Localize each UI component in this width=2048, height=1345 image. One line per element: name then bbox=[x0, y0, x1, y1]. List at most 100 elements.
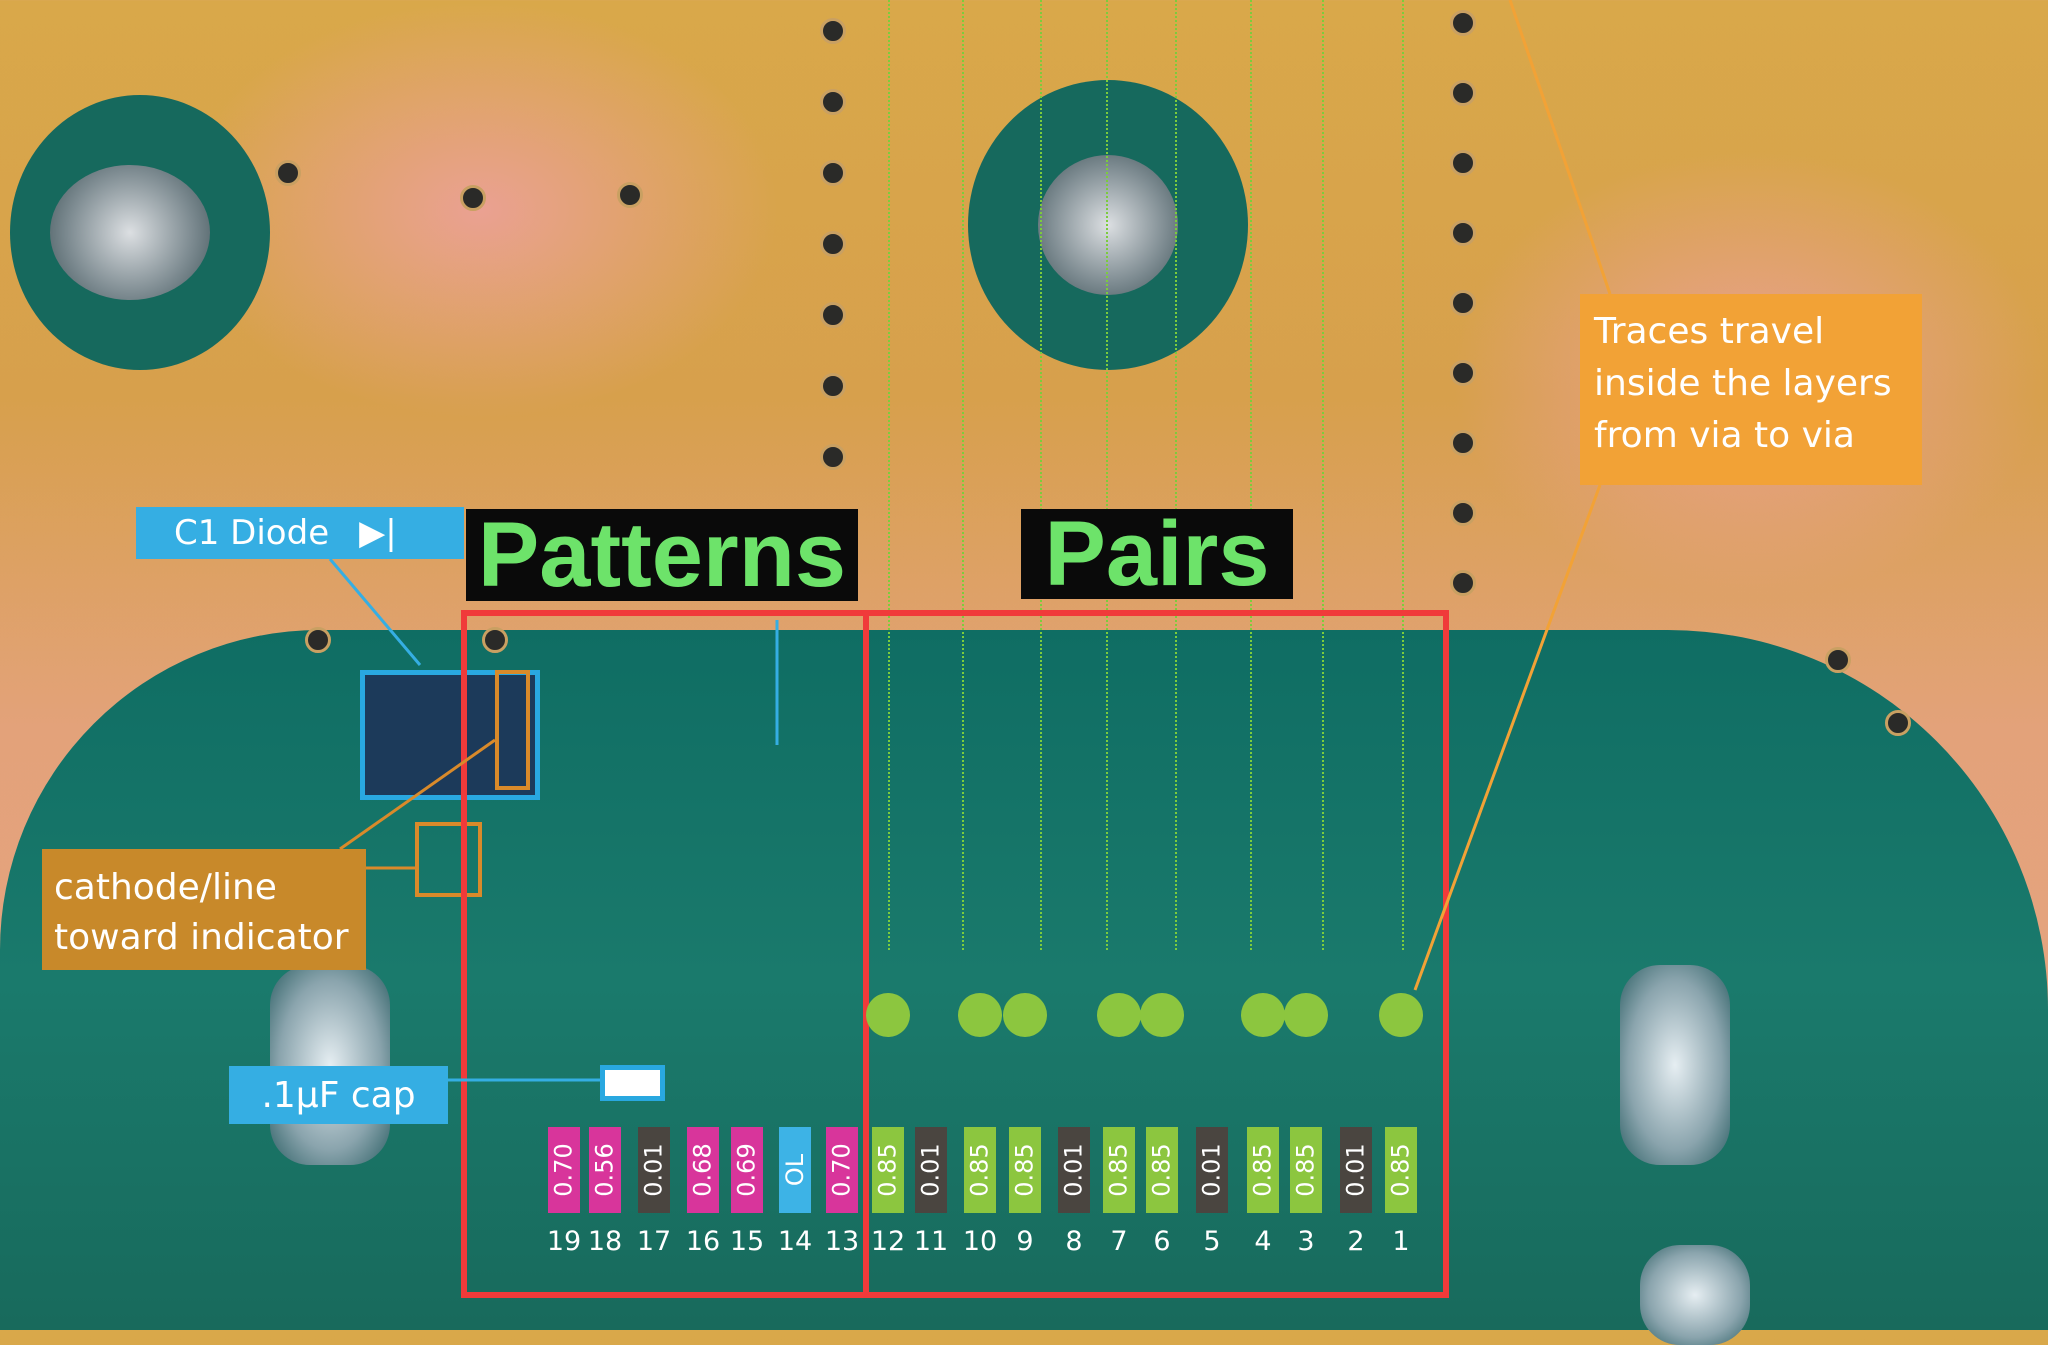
via-guide-line bbox=[1402, 0, 1404, 950]
pad-4: 0.85 bbox=[1247, 1127, 1279, 1213]
pad-19: 0.70 bbox=[548, 1127, 580, 1213]
cathode-callout: cathode/line toward indicator bbox=[42, 849, 366, 970]
via bbox=[820, 444, 846, 470]
pad-number: 1 bbox=[1392, 1226, 1410, 1257]
via bbox=[1450, 10, 1476, 36]
cathode-label-line2: toward indicator bbox=[54, 917, 349, 958]
diode-component bbox=[360, 670, 540, 800]
mounting-hole bbox=[10, 95, 270, 370]
via bbox=[617, 182, 643, 208]
pad-number: 10 bbox=[962, 1226, 998, 1257]
pair-via bbox=[866, 993, 910, 1037]
pad-3: 0.85 bbox=[1290, 1127, 1322, 1213]
pad-number: 19 bbox=[546, 1226, 582, 1257]
indicator-box bbox=[415, 822, 482, 897]
cathode-leader-line bbox=[339, 738, 496, 851]
pad-12: 0.85 bbox=[872, 1127, 904, 1213]
via bbox=[1450, 220, 1476, 246]
pair-via bbox=[1097, 993, 1141, 1037]
pad-18: 0.56 bbox=[589, 1127, 621, 1213]
traces-leader-down bbox=[1413, 484, 1602, 991]
traces-leader-up bbox=[1508, 0, 1612, 295]
pair-via bbox=[1003, 993, 1047, 1037]
via bbox=[1450, 360, 1476, 386]
pad-6: 0.85 bbox=[1146, 1127, 1178, 1213]
via bbox=[820, 373, 846, 399]
via-guide-line bbox=[1040, 0, 1042, 950]
pad-number: 12 bbox=[870, 1226, 906, 1257]
slot-hole bbox=[1620, 965, 1730, 1165]
traces-label-line3: from via to via bbox=[1594, 415, 1855, 456]
pad-1: 0.85 bbox=[1385, 1127, 1417, 1213]
via bbox=[1885, 710, 1911, 736]
via bbox=[820, 89, 846, 115]
traces-callout: Traces travel inside the layers from via… bbox=[1580, 294, 1922, 485]
pad-16: 0.68 bbox=[687, 1127, 719, 1213]
pad-15: 0.69 bbox=[731, 1127, 763, 1213]
pad-number: 16 bbox=[685, 1226, 721, 1257]
diode-leader-line bbox=[328, 558, 422, 666]
pad-7: 0.85 bbox=[1103, 1127, 1135, 1213]
cap-callout: .1µF cap bbox=[229, 1066, 448, 1124]
pad-11: 0.01 bbox=[915, 1127, 947, 1213]
pad-8: 0.01 bbox=[1058, 1127, 1090, 1213]
via-guide-line bbox=[1250, 0, 1252, 950]
pairs-frame bbox=[863, 610, 1449, 1298]
pairs-heading: Pairs bbox=[1021, 508, 1293, 600]
slot-hole bbox=[270, 965, 390, 1165]
pad-9: 0.85 bbox=[1009, 1127, 1041, 1213]
via bbox=[1450, 570, 1476, 596]
pad-number: 9 bbox=[1016, 1226, 1034, 1257]
via-guide-line bbox=[888, 0, 890, 950]
copper-pour bbox=[180, 0, 780, 420]
cathode-label-line1: cathode/line bbox=[54, 867, 277, 908]
traces-label-line2: inside the layers bbox=[1594, 363, 1892, 404]
pair-via bbox=[1379, 993, 1423, 1037]
via-guide-line bbox=[1175, 0, 1177, 950]
pair-via bbox=[1284, 993, 1328, 1037]
pad-5: 0.01 bbox=[1196, 1127, 1228, 1213]
pad-number: 5 bbox=[1203, 1226, 1221, 1257]
c1-diode-callout: C1 Diode ▶| bbox=[136, 507, 464, 559]
pad-number: 15 bbox=[729, 1226, 765, 1257]
pad-number: 6 bbox=[1153, 1226, 1171, 1257]
capacitor-component bbox=[600, 1065, 665, 1101]
via-guide-line bbox=[1322, 0, 1324, 950]
pad-number: 17 bbox=[636, 1226, 672, 1257]
via bbox=[275, 160, 301, 186]
via bbox=[1450, 430, 1476, 456]
c1-diode-label: C1 Diode bbox=[174, 513, 330, 553]
pad-number: 4 bbox=[1254, 1226, 1272, 1257]
via bbox=[820, 302, 846, 328]
via bbox=[1825, 647, 1851, 673]
via bbox=[820, 160, 846, 186]
pad-17: 0.01 bbox=[638, 1127, 670, 1213]
pad-number: 14 bbox=[777, 1226, 813, 1257]
via bbox=[1450, 80, 1476, 106]
diode-symbol-icon: ▶| bbox=[359, 513, 397, 553]
via bbox=[1450, 500, 1476, 526]
pad-number: 8 bbox=[1065, 1226, 1083, 1257]
cap-label: .1µF cap bbox=[261, 1074, 416, 1116]
pair-via bbox=[958, 993, 1002, 1037]
via bbox=[1450, 150, 1476, 176]
via-guide-line bbox=[962, 0, 964, 950]
pad-number: 11 bbox=[913, 1226, 949, 1257]
via-guide-line bbox=[1106, 0, 1108, 950]
cathode-marker bbox=[495, 670, 530, 790]
pad-number: 2 bbox=[1347, 1226, 1365, 1257]
via bbox=[305, 627, 331, 653]
pad-13: 0.70 bbox=[826, 1127, 858, 1213]
via bbox=[1450, 290, 1476, 316]
mounting-hole bbox=[968, 80, 1248, 370]
pad-10: 0.85 bbox=[964, 1127, 996, 1213]
pad-number: 13 bbox=[824, 1226, 860, 1257]
via bbox=[482, 627, 508, 653]
pad-14: OL bbox=[779, 1127, 811, 1213]
patterns-heading: Patterns bbox=[466, 509, 858, 601]
via bbox=[820, 231, 846, 257]
pad-number: 7 bbox=[1110, 1226, 1128, 1257]
pair-via bbox=[1241, 993, 1285, 1037]
traces-label-line1: Traces travel bbox=[1594, 311, 1825, 352]
